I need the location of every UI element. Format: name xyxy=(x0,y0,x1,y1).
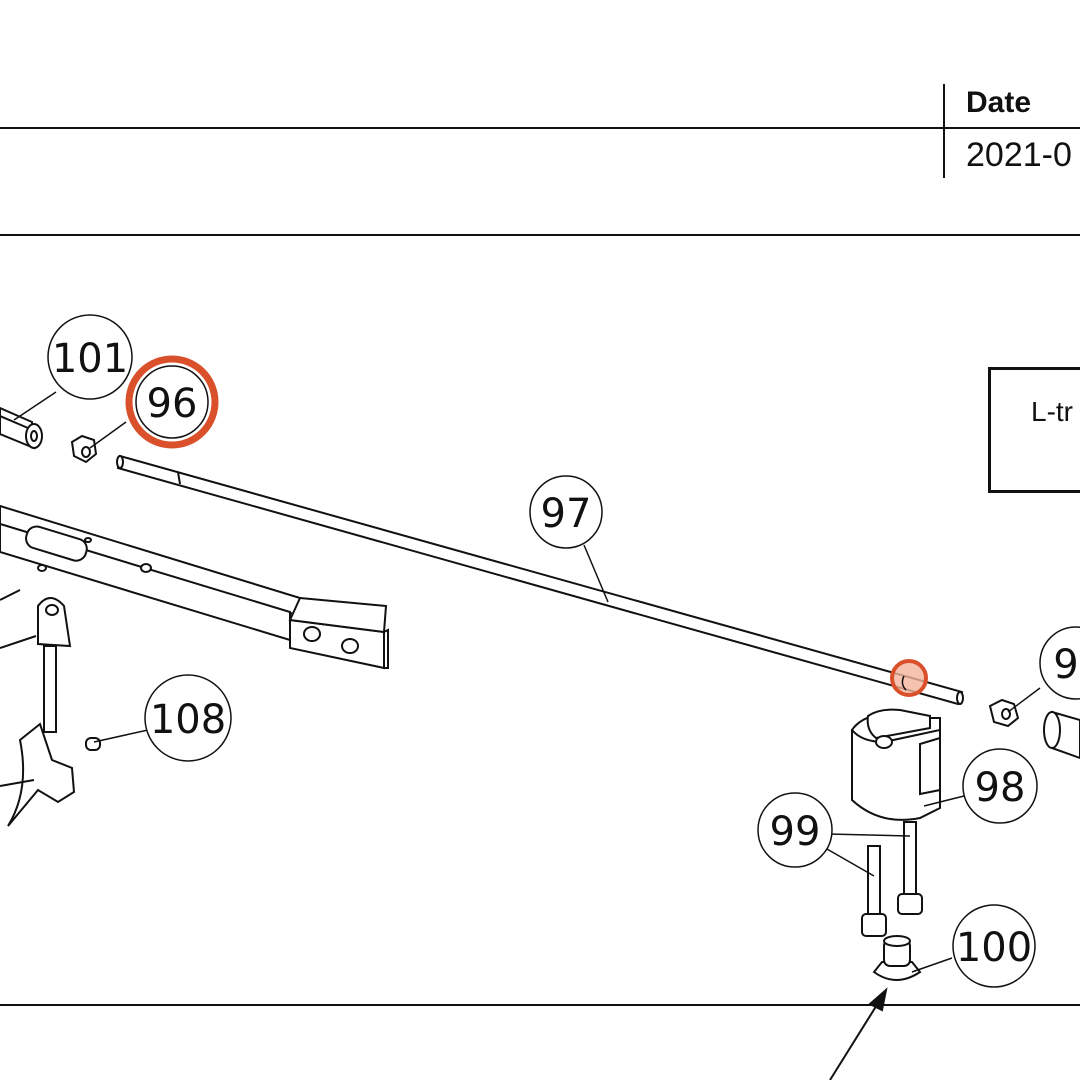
part-96-nut-left xyxy=(70,434,98,464)
rod-end-detail xyxy=(901,675,907,691)
date-label: Date xyxy=(966,86,1032,119)
balloon-96-right: 9 xyxy=(1039,626,1080,700)
part-99-screws xyxy=(861,821,923,937)
balloon-101-label: 101 xyxy=(52,336,128,382)
balloon-98-label: 98 xyxy=(975,765,1026,811)
main-frame-bar xyxy=(0,504,389,670)
highlight-marker-rod xyxy=(890,659,928,697)
part-97-rod xyxy=(116,454,964,706)
left-bracket xyxy=(0,589,72,733)
balloon-100: 100 xyxy=(952,904,1036,988)
part-101-sleeve-right xyxy=(1043,710,1080,760)
balloon-97: 97 xyxy=(529,475,603,549)
pointer-arrow xyxy=(829,987,888,1080)
balloon-100-label: 100 xyxy=(956,925,1032,971)
balloon-108-label: 108 xyxy=(150,697,226,743)
part-108-setscrew xyxy=(85,737,101,751)
balloon-96-right-label: 9 xyxy=(1053,642,1078,688)
balloon-97-label: 97 xyxy=(541,491,592,537)
part-101-sleeve xyxy=(0,406,43,450)
part-98-slotted-block xyxy=(850,708,941,821)
note-box: L-tr xyxy=(988,367,1080,493)
part-100-foot xyxy=(872,935,922,981)
left-clamp xyxy=(0,722,76,827)
balloon-101: 101 xyxy=(47,314,133,400)
balloon-96-left-label: 96 xyxy=(147,381,198,427)
leader-lines xyxy=(13,391,1041,973)
part-96-nut-right xyxy=(988,698,1020,728)
balloon-99-label: 99 xyxy=(770,809,821,855)
balloon-108: 108 xyxy=(144,674,232,762)
balloon-96-left: 96 xyxy=(125,355,219,449)
date-value: 2021-0 xyxy=(966,136,1072,174)
drawing-frame xyxy=(0,84,1080,1006)
note-box-text: L-tr xyxy=(1031,396,1073,427)
balloon-99: 99 xyxy=(757,792,833,868)
balloon-98: 98 xyxy=(962,748,1038,824)
